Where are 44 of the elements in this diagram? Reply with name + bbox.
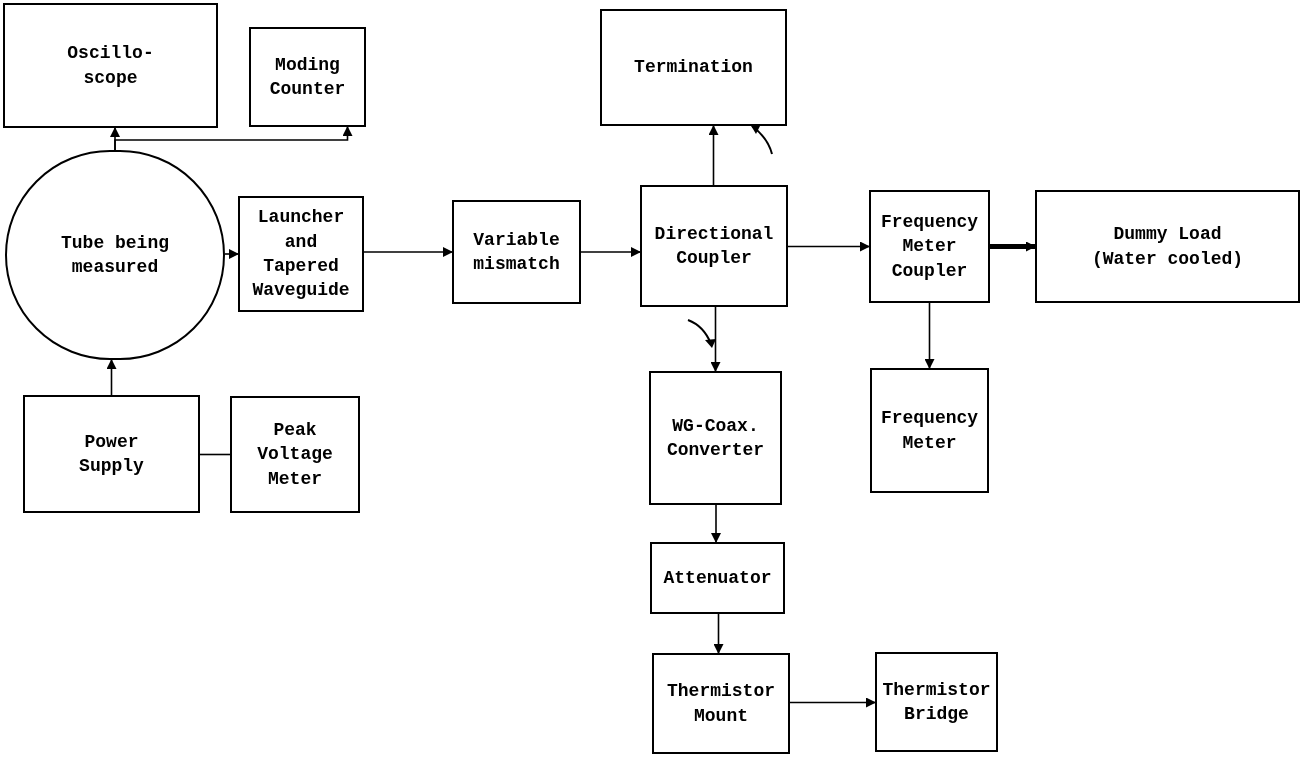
node-label: Peak Voltage Meter <box>256 419 334 491</box>
process-box <box>640 185 788 307</box>
process-box <box>875 652 998 752</box>
node-label: Launcher and Tapered Waveguide <box>251 206 351 303</box>
arrow <box>990 241 1036 252</box>
node-label: Frequency Meter Coupler <box>879 211 980 283</box>
process-box <box>230 396 360 513</box>
node-label: Oscillo- scope <box>66 42 155 90</box>
node-label: WG-Coax. Converter <box>665 414 766 462</box>
node-label: Thermistor Mount <box>666 680 776 728</box>
process-box <box>452 200 581 304</box>
process-box <box>238 196 364 312</box>
process-box <box>3 3 218 128</box>
node-label: Variable mismatch <box>472 228 561 276</box>
arrow <box>711 504 721 543</box>
node-label: Attenuator <box>663 566 772 590</box>
arrow <box>580 247 641 257</box>
arrow <box>363 247 453 257</box>
process-box <box>1035 190 1300 303</box>
process-box <box>649 371 782 505</box>
arrow <box>708 125 719 186</box>
node-label: Directional Coupler <box>653 222 775 270</box>
node-label: Termination <box>634 56 753 80</box>
process-box <box>870 368 989 493</box>
arrow <box>710 306 721 372</box>
arrow <box>106 359 117 396</box>
process-box <box>600 9 787 126</box>
arrow <box>787 241 870 252</box>
arrow <box>224 249 239 259</box>
process-box <box>23 395 200 513</box>
process-box <box>249 27 366 127</box>
node-label: Moding Counter <box>268 53 347 101</box>
node-label: Frequency Meter <box>879 407 980 455</box>
arrow <box>789 697 876 708</box>
node-label: Thermistor Bridge <box>881 678 992 726</box>
node-label: Tube being measured <box>60 231 170 279</box>
node-label: Dummy Load (Water cooled) <box>1090 223 1245 271</box>
process-box <box>652 653 790 754</box>
node-label: Power Supply <box>78 430 145 478</box>
arrow <box>713 613 724 654</box>
arrow <box>114 126 353 151</box>
process-box <box>869 190 990 303</box>
process-box <box>650 542 785 614</box>
arrow <box>924 302 935 369</box>
